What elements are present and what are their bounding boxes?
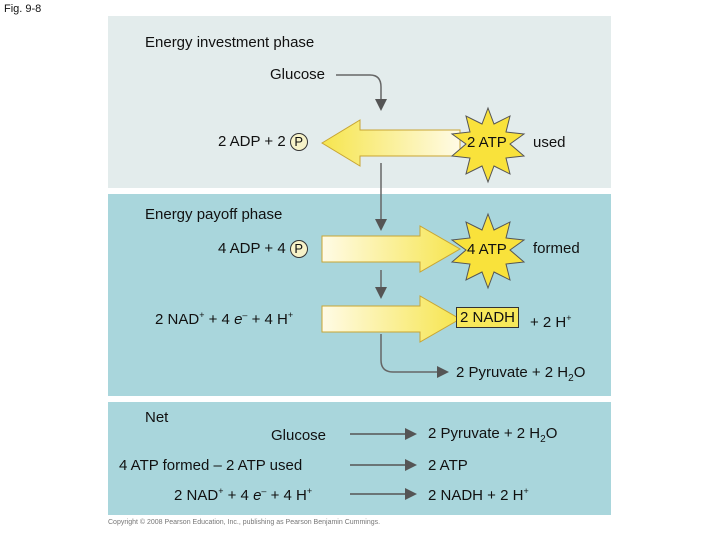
hydrogen-text: + 4 H xyxy=(251,311,288,328)
flow-line-3 xyxy=(380,334,449,378)
nad-text: 2 NAD xyxy=(155,311,200,328)
payoff-atp-arrow xyxy=(321,225,462,273)
net-panel xyxy=(108,402,611,515)
atp-used-note: used xyxy=(533,134,566,151)
net-row-1-right: 2 Pyruvate + 2 H2O xyxy=(428,425,557,445)
net-electron-symbol: e xyxy=(253,487,262,504)
phosphate-icon: P xyxy=(289,133,308,152)
net-nad-text: 2 NAD xyxy=(174,487,219,504)
investment-adp-text: 2 ADP + 2 xyxy=(218,133,286,150)
nadh-tail-text: + 2 H xyxy=(530,314,567,331)
payoff-phase-title: Energy payoff phase xyxy=(145,206,283,223)
payoff-phase-panel xyxy=(108,194,611,396)
net-nadh-text: 2 NADH + 2 H xyxy=(428,487,524,504)
net-label: Net xyxy=(145,409,169,426)
pyruvate-label: 2 Pyruvate + 2 H2O xyxy=(456,364,585,384)
net-hydrogen-text: + 4 H xyxy=(270,487,307,504)
payoff-atp-label: 4 ATP xyxy=(467,241,507,258)
net-row-2-right: 2 ATP xyxy=(428,457,468,474)
net-row-3-left: 2 NAD+ + 4 e– + 4 H+ xyxy=(174,486,313,504)
investment-phase-title: Energy investment phase xyxy=(145,34,315,51)
nadh-tail: + 2 H+ xyxy=(530,313,572,331)
phosphate-icon: P xyxy=(289,240,308,259)
net-row-2-left: 4 ATP formed – 2 ATP used xyxy=(119,457,303,474)
glucose-flow-line xyxy=(336,74,387,111)
glucose-label: Glucose xyxy=(270,66,326,83)
payoff-nad-label: 2 NAD+ + 4 e– + 4 H+ xyxy=(155,310,294,328)
investment-arrow xyxy=(321,119,461,167)
net-oxygen-text: O xyxy=(545,425,558,442)
copyright-notice: Copyright © 2008 Pearson Education, Inc.… xyxy=(108,519,381,526)
net-water-subscript: 2 xyxy=(540,434,546,445)
water-subscript: 2 xyxy=(568,373,574,384)
net-pyruvate-text: 2 Pyruvate + 2 H xyxy=(428,425,541,442)
atp-used-starburst xyxy=(450,106,526,184)
investment-atp-label: 2 ATP xyxy=(467,134,507,151)
payoff-nadh-arrow xyxy=(321,295,462,343)
nadh-label: 2 NADH xyxy=(456,307,520,328)
figure-label: Fig. 9-8 xyxy=(4,3,42,15)
atp-formed-starburst xyxy=(450,212,526,290)
payoff-adp-text: 4 ADP + 4 xyxy=(218,240,286,257)
nadh-box: 2 NADH xyxy=(456,307,520,328)
net-row-3-right: 2 NADH + 2 H+ xyxy=(428,486,529,504)
oxygen-text: O xyxy=(573,364,586,381)
atp-formed-note: formed xyxy=(533,240,580,257)
net-nad-count-text: + 4 xyxy=(227,487,249,504)
net-row-1-left: Glucose xyxy=(271,427,327,444)
nad-count-text: + 4 xyxy=(208,311,230,328)
electron-symbol: e xyxy=(234,311,243,328)
pyruvate-text: 2 Pyruvate + 2 H xyxy=(456,364,569,381)
